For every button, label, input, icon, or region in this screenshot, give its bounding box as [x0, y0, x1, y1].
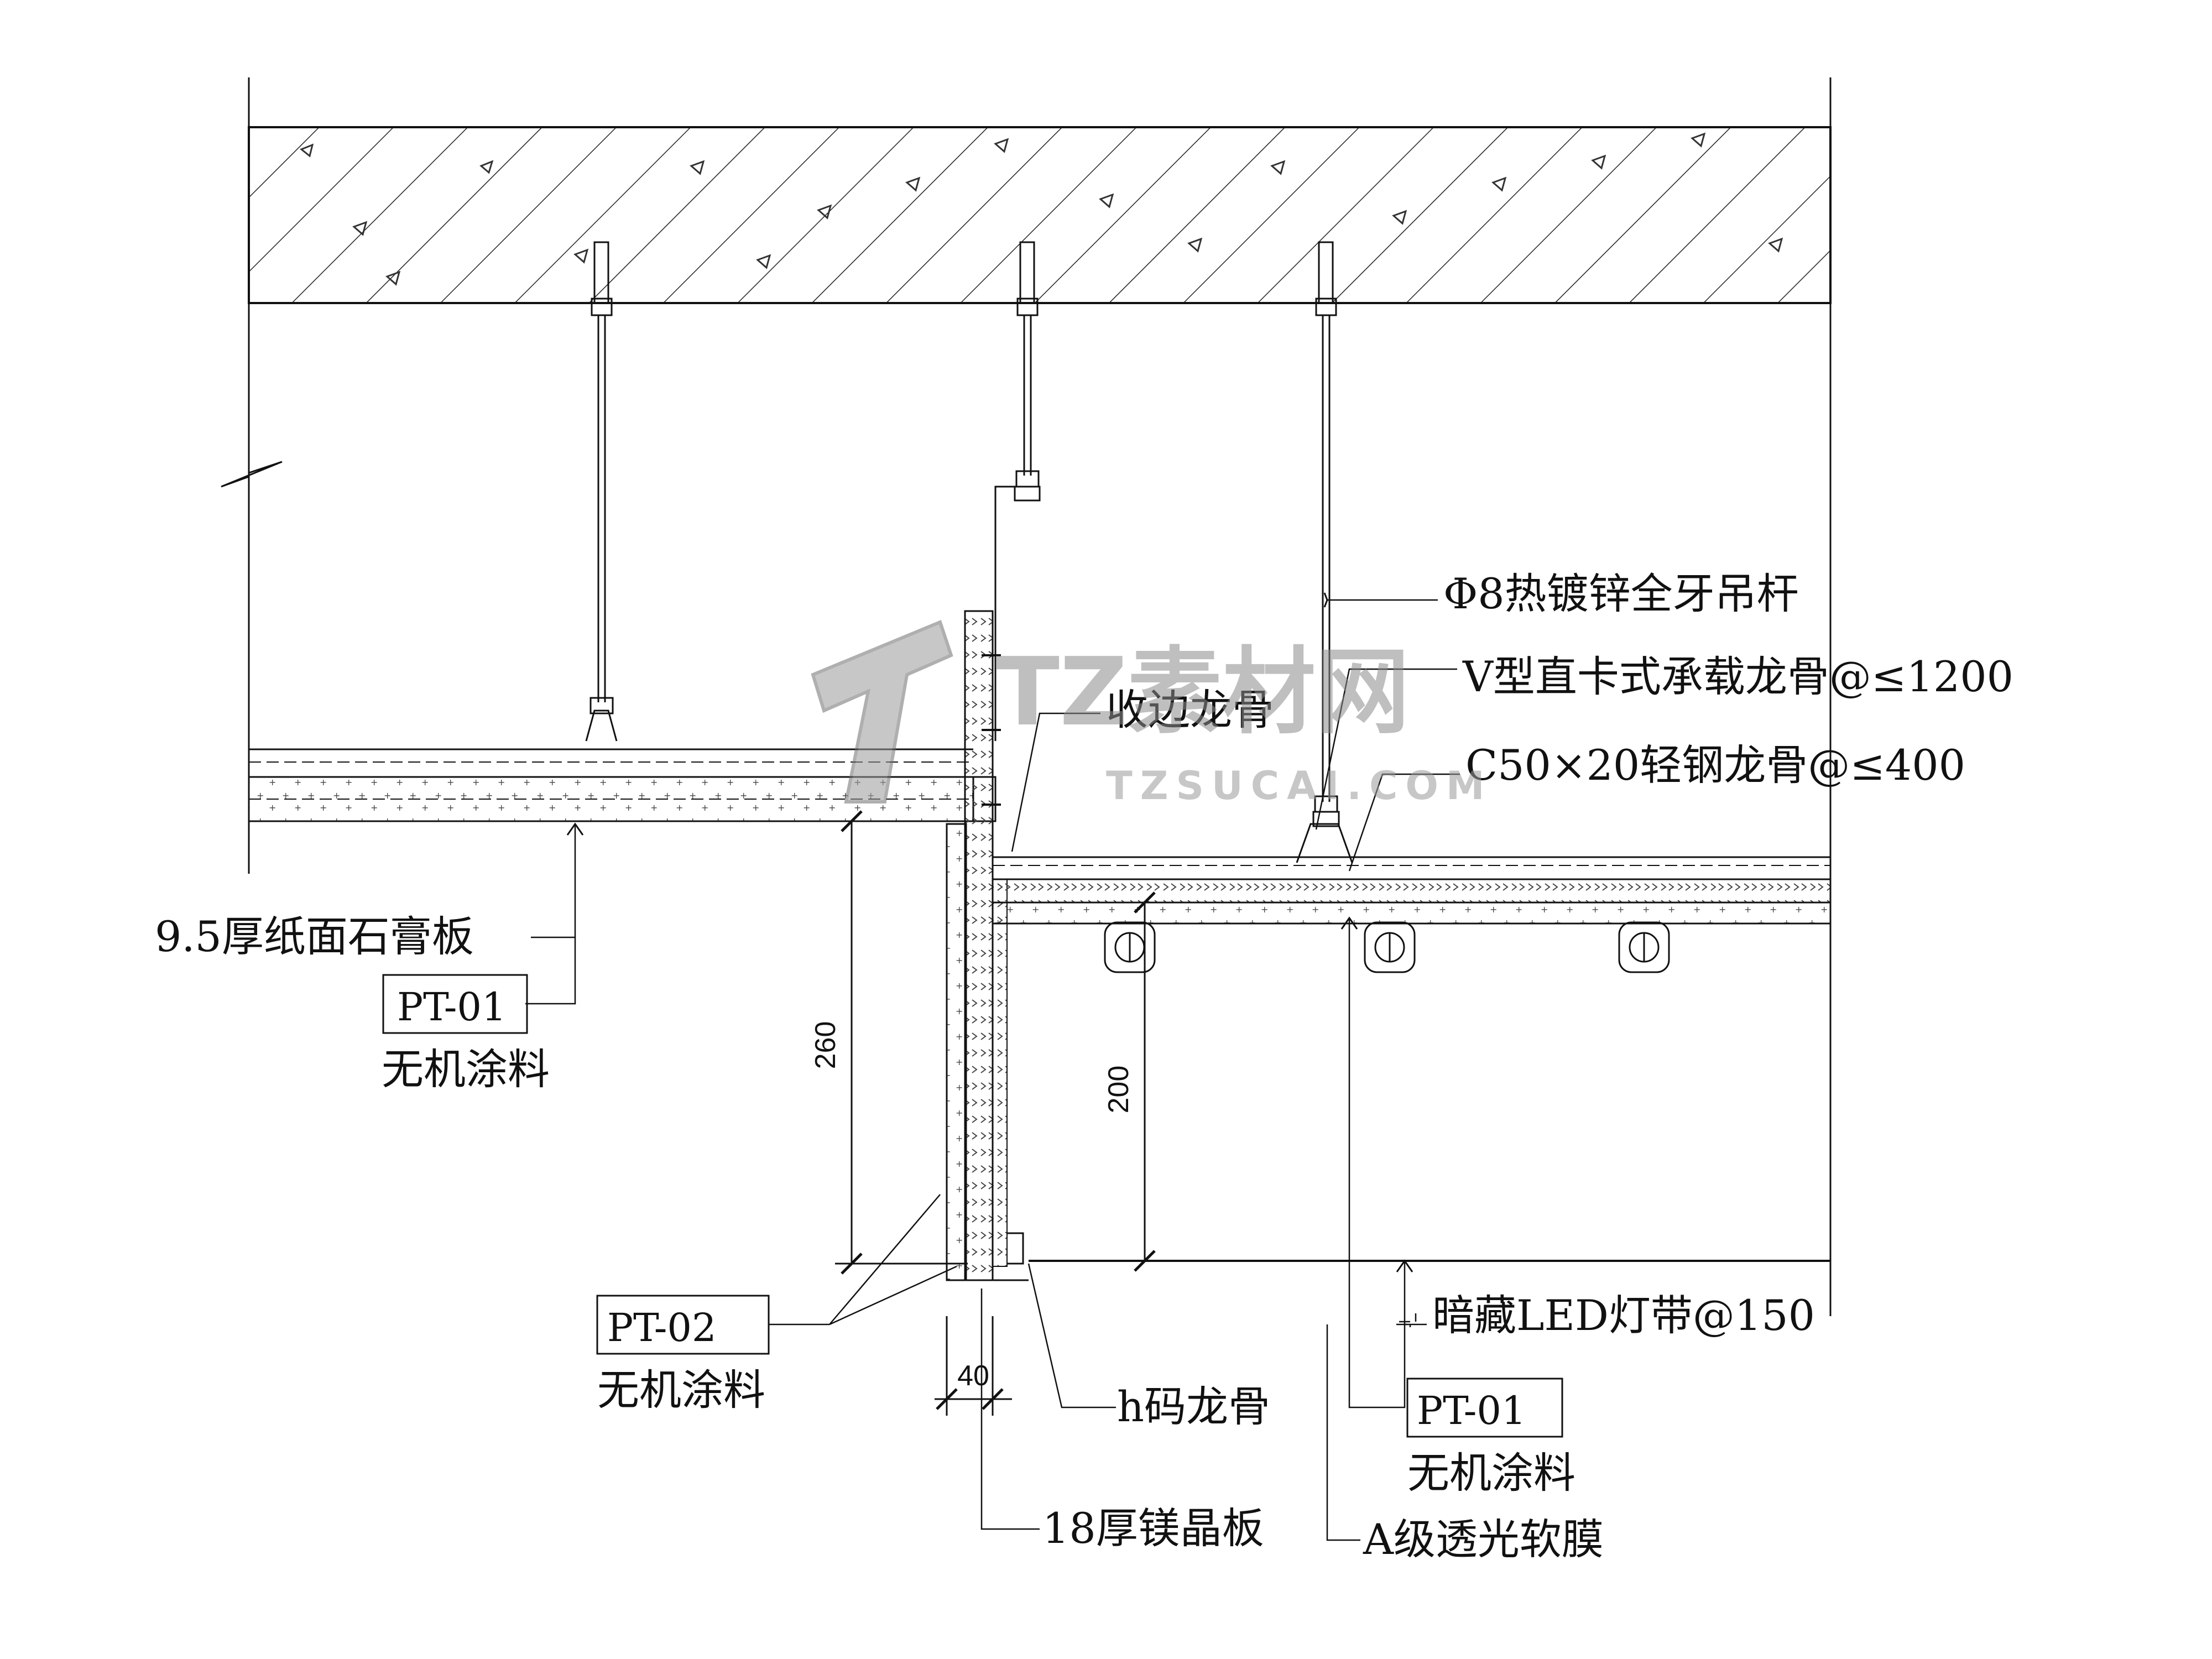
- label-h-keel: h码龙骨: [1117, 1382, 1270, 1431]
- lower-ceiling: [992, 856, 1832, 925]
- callout-boxes: [382, 974, 1563, 1438]
- led-fitting: [1104, 921, 1156, 973]
- watermark-url: TZSUCAI.COM: [1106, 763, 1492, 808]
- led-fittings: [1104, 921, 1670, 973]
- vertical-panel: [946, 610, 1029, 1281]
- label-pt01-right-code: PT-01: [1417, 1388, 1526, 1433]
- label-edge-keel: 收边龙骨: [1106, 685, 1274, 734]
- label-led: 暗藏LED灯带@150: [1432, 1291, 1815, 1340]
- label-pt01-left-code: PT-01: [397, 984, 507, 1030]
- led-fitting: [1618, 921, 1670, 973]
- led-fitting: [1364, 921, 1416, 973]
- label-film: A级透光软膜: [1363, 1515, 1604, 1564]
- dim-200: 200: [1103, 1066, 1135, 1114]
- label-pt02-text: 无机涂料: [597, 1365, 765, 1415]
- h-keel-profile: [1008, 1232, 1024, 1265]
- watermark: TZ素材网 TZSUCAI.COM: [811, 619, 1492, 808]
- concrete-slab: [248, 77, 1832, 1316]
- dimensions: [835, 810, 1156, 1416]
- watermark-brand: TZ素材网: [995, 638, 1410, 747]
- label-pt01-left-text: 无机涂料: [382, 1045, 550, 1094]
- break-line: [221, 453, 283, 498]
- hanger-rods: [585, 241, 1353, 863]
- label-gypsum: 9.5厚纸面石膏板: [155, 912, 474, 961]
- label-pt01-right-text: 无机涂料: [1407, 1448, 1575, 1498]
- label-v-main-keel: V型直卡式承载龙骨@≤1200: [1462, 652, 2013, 701]
- aggregate-marks: [300, 132, 1783, 286]
- watermark-logo-icon: [811, 619, 953, 804]
- dim-260: 260: [810, 1021, 842, 1070]
- label-pt02-code: PT-02: [607, 1305, 717, 1350]
- leader-lines: [525, 599, 1460, 1541]
- label-mgo-board: 18厚镁晶板: [1042, 1504, 1264, 1553]
- leader-arrows: [566, 592, 1413, 1272]
- labels: Φ8热镀锌全牙吊杆 V型直卡式承载龙骨@≤1200 收边龙骨 C50×20轻钢龙…: [155, 569, 2013, 1564]
- dim-40: 40: [957, 1360, 989, 1392]
- label-rod: Φ8热镀锌全牙吊杆: [1443, 569, 1799, 618]
- label-c-keel: C50×20轻钢龙骨@≤400: [1465, 740, 1965, 790]
